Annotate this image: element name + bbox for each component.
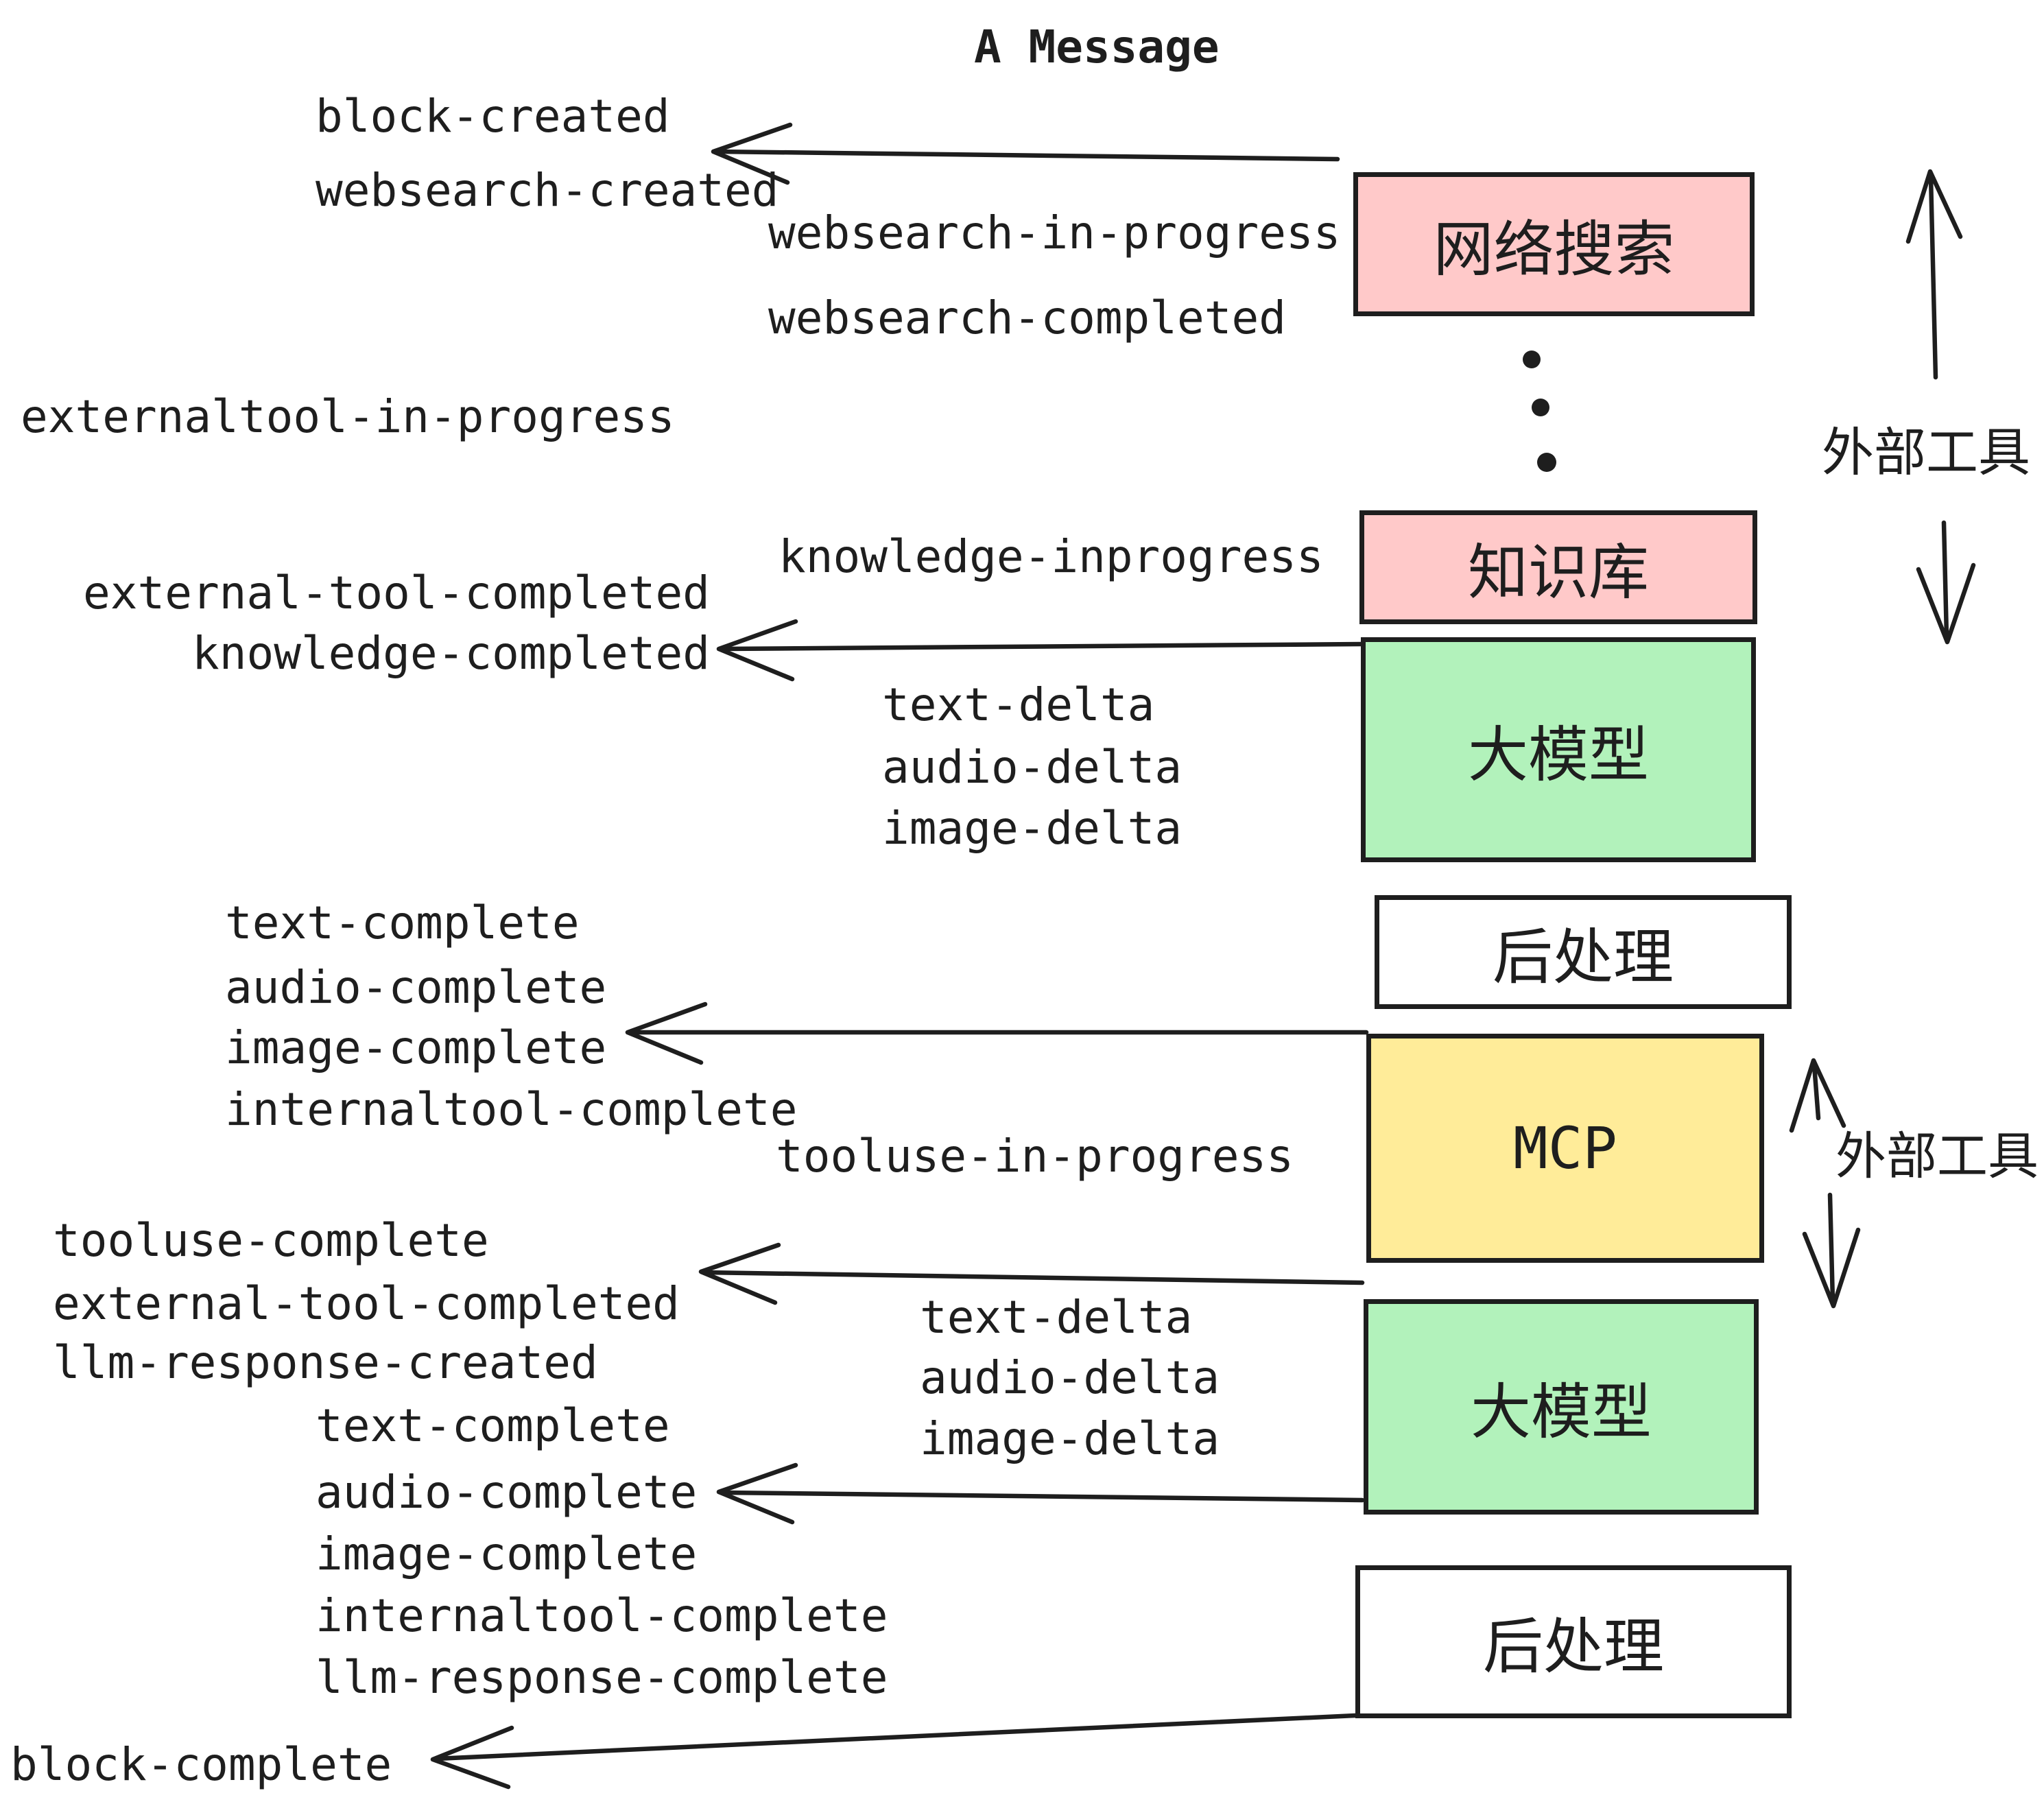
event-internaltool-complete-1: internaltool-complete: [225, 1083, 798, 1136]
event-audio-complete-1: audio-complete: [225, 961, 607, 1014]
arrow-llm2-to-audio-complete: [716, 1462, 1365, 1525]
event-text-delta-2: text-delta: [920, 1291, 1193, 1344]
box-mcp-label: MCP: [1513, 1115, 1617, 1182]
box-llm-2: 大模型: [1364, 1299, 1759, 1515]
box-llm-1-label: 大模型: [1467, 720, 1649, 789]
event-text-complete-1: text-complete: [225, 897, 580, 949]
event-knowledge-completed: knowledge-completed: [192, 627, 710, 680]
event-knowledge-inprogress: knowledge-inprogress: [779, 530, 1324, 583]
event-image-delta-2: image-delta: [920, 1412, 1220, 1465]
box-knowledge: 知识库: [1359, 510, 1757, 624]
event-text-delta-1: text-delta: [882, 678, 1155, 731]
box-postprocess-2: 后处理: [1355, 1565, 1792, 1718]
event-audio-delta-1: audio-delta: [882, 741, 1183, 794]
event-external-tool-completed-1: external-tool-completed: [83, 567, 710, 619]
box-knowledge-label: 知识库: [1467, 538, 1649, 606]
arrow-post2-to-block-complete: [430, 1713, 1358, 1790]
arrow-mcp-to-image-complete: [625, 1001, 1369, 1065]
event-tooluse-in-progress: tooluse-in-progress: [776, 1130, 1294, 1183]
event-image-complete-2: image-complete: [316, 1528, 698, 1580]
arrow-external-tools-mcp-down: [1802, 1192, 1861, 1309]
event-image-complete-1: image-complete: [225, 1021, 607, 1074]
event-image-delta-1: image-delta: [882, 802, 1183, 855]
event-audio-complete-2: audio-complete: [316, 1466, 698, 1519]
box-postprocess-1: 后处理: [1375, 895, 1792, 1009]
event-tooluse-complete: tooluse-complete: [53, 1214, 489, 1267]
event-internaltool-complete-2: internaltool-complete: [316, 1589, 888, 1642]
event-websearch-created: websearch-created: [316, 164, 779, 217]
event-block-complete: block-complete: [10, 1738, 392, 1791]
box-postprocess-1-label: 后处理: [1492, 923, 1674, 991]
event-llm-response-created: llm-response-created: [53, 1336, 598, 1389]
box-postprocess-2-label: 后处理: [1482, 1613, 1664, 1681]
box-llm-1: 大模型: [1361, 637, 1756, 862]
event-websearch-in-progress: websearch-in-progress: [768, 206, 1341, 259]
event-externaltool-in-progress: externaltool-in-progress: [21, 390, 675, 443]
arrow-llm1-to-knowledge-completed: [716, 619, 1364, 682]
label-external-tools-mcp: 外部工具: [1835, 1128, 2039, 1185]
arrow-websearch-to-created: [711, 122, 1340, 185]
page-title: A Message: [974, 21, 1220, 73]
event-external-tool-completed-2: external-tool-completed: [53, 1277, 680, 1330]
arrow-llm2-to-tooluse-complete: [698, 1242, 1365, 1305]
arrow-external-tools-top-down: [1916, 520, 1976, 645]
arrow-external-tools-mcp-up: [1789, 1058, 1846, 1133]
box-websearch: 网络搜索: [1353, 172, 1755, 316]
box-websearch-label: 网络搜索: [1433, 215, 1675, 283]
box-mcp: MCP: [1366, 1034, 1764, 1263]
event-block-created: block-created: [316, 90, 670, 143]
event-text-complete-2: text-complete: [316, 1399, 670, 1452]
label-external-tools-top: 外部工具: [1822, 424, 2030, 482]
event-audio-delta-2: audio-delta: [920, 1351, 1220, 1404]
ellipsis-dots: [1523, 351, 1556, 472]
box-llm-2-label: 大模型: [1470, 1377, 1652, 1446]
event-llm-response-complete: llm-response-complete: [316, 1651, 888, 1704]
arrow-external-tools-top-up: [1905, 169, 1963, 380]
event-websearch-completed: websearch-completed: [768, 292, 1286, 344]
